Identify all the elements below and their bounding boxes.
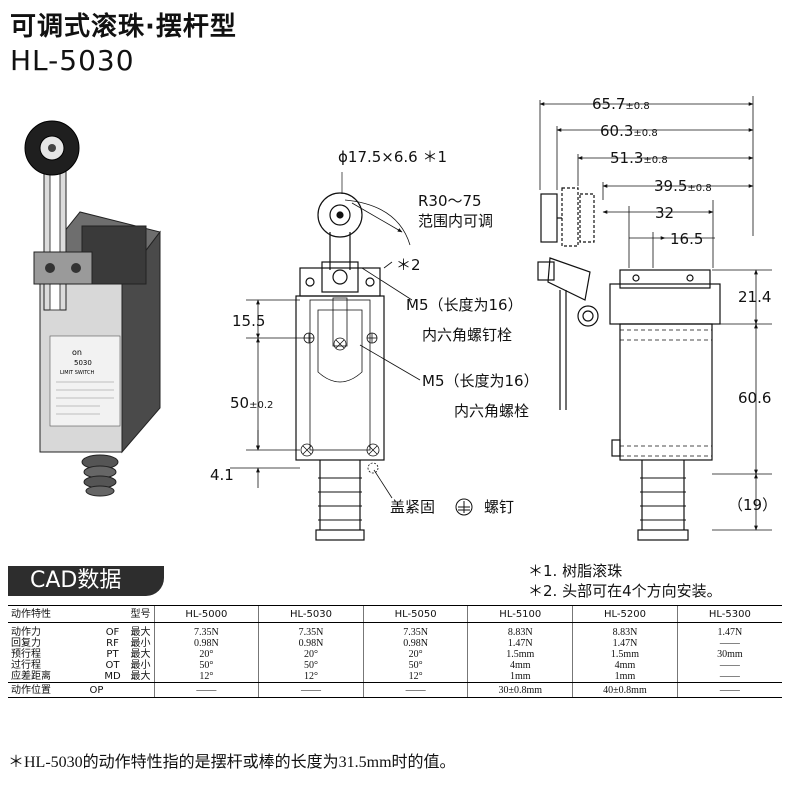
dim-51-3: 51.3±0.8 [610,149,668,167]
label-model: 5030 [74,359,92,367]
dim-15-5: 15.5 [232,312,265,330]
radius-range: R30～75 [418,192,482,210]
product-title: 可调式滚珠·摆杆型 [10,12,237,42]
dim-16-5: 16.5 [670,230,703,248]
roller-wheel [24,120,80,176]
header-model: HL-5300 [676,605,782,623]
dim-19: （19） [728,496,777,514]
head-mount-note: ＊2 [396,256,421,274]
label-brand: on [72,348,82,357]
front-dimensions [230,172,421,499]
bolt-1-size: M5（长度为16） [406,296,523,314]
header-cell: 动作特性型号 [8,605,154,623]
front-dimension-labels: ϕ17.5×6.6 ＊1 R30～75 范围内可调 ＊2 15.5 50±0.2… [210,148,539,516]
dim-60-6: 60.6 [738,389,771,407]
dim-65-7: 65.7±0.8 [592,95,650,113]
dim-4-1: 4.1 [210,466,234,484]
side-view [537,187,721,541]
header-model: HL-5050 [362,605,468,623]
note-2: ＊2. 头部可在4个方向安装。 [528,582,722,600]
roller-dimension: ϕ17.5×6.6 ＊1 [338,148,447,166]
note-1: ＊1. 树脂滚珠 [528,562,623,580]
bolt-2-type: 内六角螺栓 [454,402,529,420]
radius-note: 范围内可调 [418,212,493,230]
cad-data-label: CAD数据 [8,566,164,596]
cover-screw-suffix: 螺钉 [484,498,514,516]
dim-39-5: 39.5±0.8 [654,177,712,195]
footnote: ＊HL-5030的动作特性指的是摆杆或棒的长度为31.5mm时的值。 [8,754,456,771]
model-number: HL-5030 [10,44,135,77]
bolt-2-size: M5（长度为16） [422,372,539,390]
header-model: HL-5000 [153,605,259,623]
side-dimension-labels: 65.7±0.8 60.3±0.8 51.3±0.8 39.5±0.8 32 1… [592,95,777,514]
header-model: HL-5200 [572,605,678,623]
characteristics-table: 动作特性型号 HL-5000 HL-5030 HL-5050 HL-5100 H… [8,605,782,698]
label-type: LIMIT SWITCH [60,370,95,376]
bolt-1-type: 内六角螺钉栓 [422,326,512,344]
front-view [295,192,411,541]
dim-32: 32 [655,204,674,222]
header-model: HL-5100 [467,605,573,623]
product-photo: on 5030 LIMIT SWITCH [24,120,161,497]
side-dimensions [539,96,772,531]
dim-50: 50±0.2 [230,394,273,412]
cover-screw-label: 盖紧固 [390,498,435,516]
technical-drawing: on 5030 LIMIT SWITCH [24,95,777,541]
conduit-thread [81,454,119,497]
dim-21-4: 21.4 [738,288,771,306]
header-model: HL-5030 [258,605,364,623]
screw-symbol-icon [455,498,473,516]
table-header-row: 动作特性型号 HL-5000 HL-5030 HL-5050 HL-5100 H… [8,605,782,623]
dim-60-3: 60.3±0.8 [600,122,658,140]
